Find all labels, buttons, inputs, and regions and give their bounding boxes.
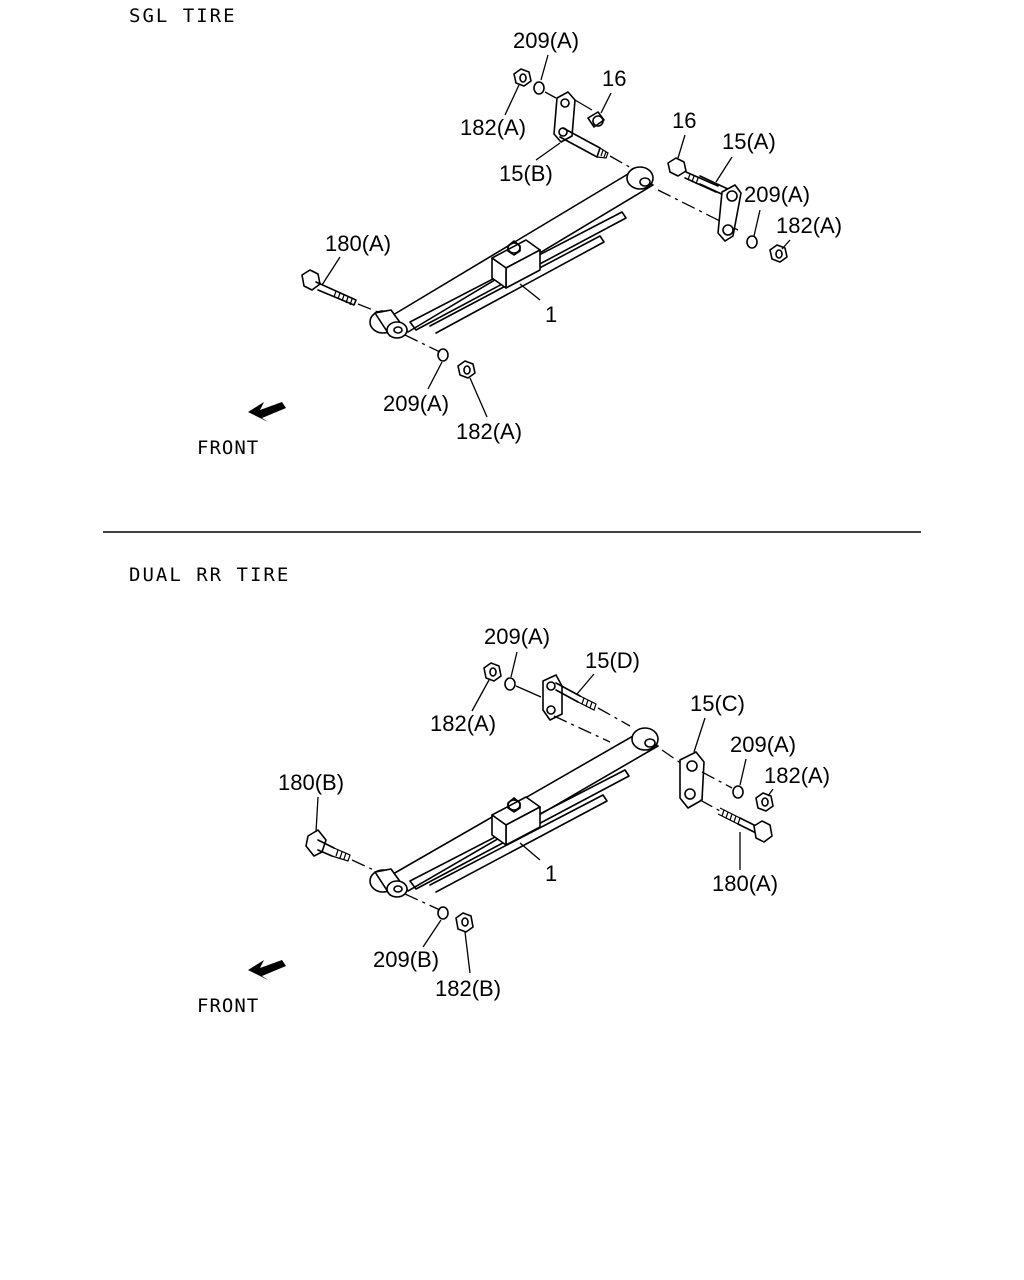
callout-15b: 15(B) bbox=[499, 161, 553, 186]
callout-209a-right: 209(A) bbox=[744, 182, 810, 207]
callout-209a-top: 209(A) bbox=[513, 28, 579, 53]
washer-209a-front bbox=[437, 348, 449, 362]
washer-209a-right bbox=[732, 785, 744, 799]
front-label: FRONT bbox=[197, 995, 259, 1017]
callout-1: 1 bbox=[545, 861, 557, 886]
callout-1: 1 bbox=[545, 302, 557, 327]
section-sgl-tire: SGL TIRE bbox=[129, 5, 842, 459]
nut-182a-top bbox=[513, 68, 532, 87]
callout-180a: 180(A) bbox=[712, 871, 778, 896]
callout-182a-right: 182(A) bbox=[776, 213, 842, 238]
callout-209a-right: 209(A) bbox=[730, 732, 796, 757]
callout-180b: 180(B) bbox=[278, 770, 344, 795]
front-arrow-icon bbox=[248, 402, 286, 422]
shackle-15c bbox=[661, 749, 733, 813]
shackle-15d bbox=[542, 674, 631, 743]
callout-180a: 180(A) bbox=[325, 231, 391, 256]
nut-182a-right bbox=[755, 792, 774, 812]
section-title: SGL TIRE bbox=[129, 5, 237, 27]
leaf-spring bbox=[369, 166, 654, 339]
callout-182a-right: 182(A) bbox=[764, 763, 830, 788]
bolt-180a bbox=[301, 269, 379, 313]
nut-182a-right bbox=[769, 244, 788, 263]
nut-182a-top bbox=[483, 662, 502, 682]
callout-182b: 182(B) bbox=[435, 976, 501, 1001]
washer-209b bbox=[437, 906, 449, 920]
section-title: DUAL RR TIRE bbox=[129, 564, 290, 586]
leaf-spring bbox=[369, 727, 659, 898]
callout-209b: 209(B) bbox=[373, 947, 439, 972]
shackle-15a bbox=[657, 157, 742, 242]
nut-182b bbox=[455, 912, 474, 933]
callout-209a-bottom: 209(A) bbox=[383, 391, 449, 416]
front-label: FRONT bbox=[197, 437, 259, 459]
callout-15d: 15(D) bbox=[585, 648, 640, 673]
bolt-180b bbox=[305, 829, 379, 873]
callout-182a-bottom: 182(A) bbox=[456, 419, 522, 444]
callout-182a-top: 182(A) bbox=[460, 115, 526, 140]
bolt-180a bbox=[717, 807, 773, 843]
washer-209a-right bbox=[746, 235, 758, 249]
washer-209a-top bbox=[533, 81, 545, 95]
callout-209a-top: 209(A) bbox=[484, 624, 550, 649]
callout-16-top: 16 bbox=[602, 66, 626, 91]
callout-16-right: 16 bbox=[672, 108, 696, 133]
nut-182a-front bbox=[457, 360, 476, 379]
callout-182a-top: 182(A) bbox=[430, 711, 496, 736]
callout-15a: 15(A) bbox=[722, 129, 776, 154]
washer-209a-top bbox=[504, 677, 516, 691]
section-dual-rr-tire: DUAL RR TIRE bbox=[129, 564, 830, 1017]
callout-15c: 15(C) bbox=[690, 691, 745, 716]
front-arrow-icon bbox=[248, 960, 286, 980]
shackle-15b bbox=[553, 91, 634, 170]
